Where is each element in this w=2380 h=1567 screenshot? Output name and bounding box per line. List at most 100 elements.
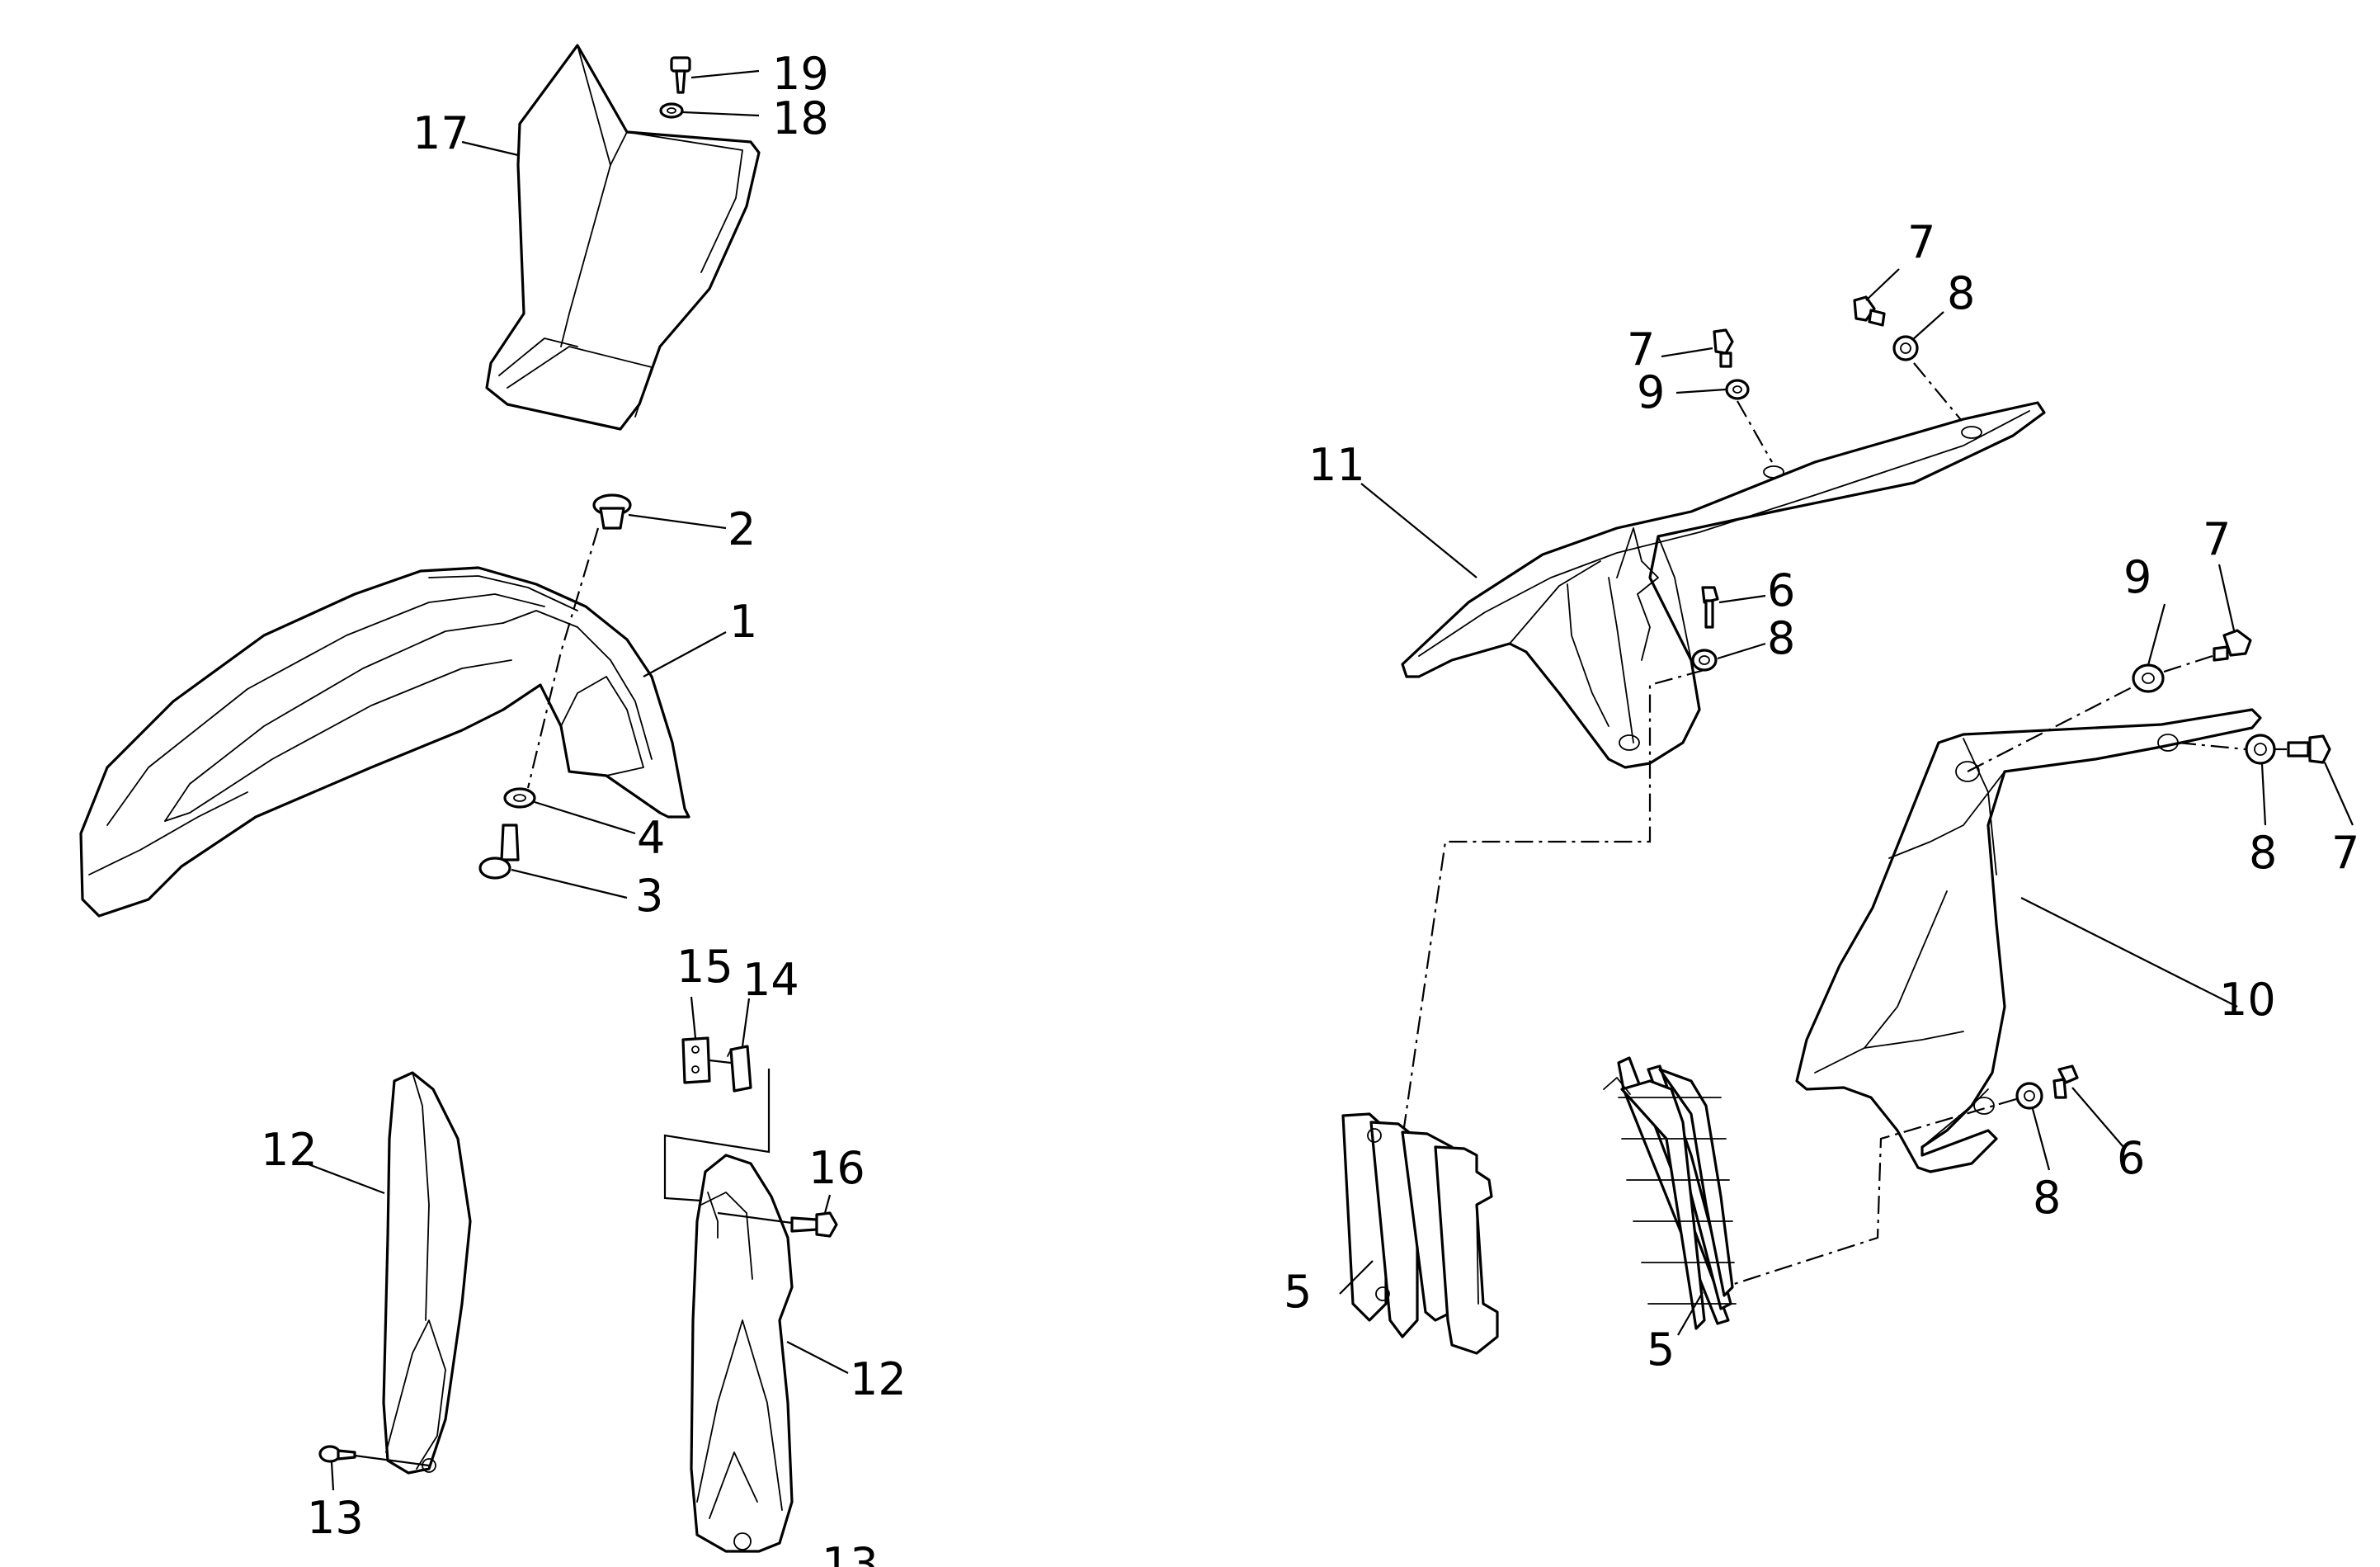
callout-6b: 6 <box>2117 1132 2145 1184</box>
leader-19 <box>690 69 760 79</box>
leader-16 <box>823 1194 832 1214</box>
leader-8c <box>2260 763 2267 826</box>
callout-1: 1 <box>729 596 757 648</box>
callout-8a: 8 <box>1947 267 1975 319</box>
part-6-bolt-b <box>2052 1064 2079 1099</box>
part-8-grommet-c <box>2245 734 2276 765</box>
callout-9b: 9 <box>2123 551 2151 603</box>
leader-3 <box>511 868 628 899</box>
part-7-bolt-c <box>2213 629 2252 662</box>
assembly-line-10-to-5 <box>1728 1097 2017 1287</box>
leader-10 <box>2020 897 2238 1008</box>
callout-13-left: 13 <box>307 1492 364 1544</box>
leader-8b <box>1717 642 1766 660</box>
part-18-washer <box>659 102 684 119</box>
leader-12-left <box>301 1160 385 1195</box>
part-14-clip <box>727 1045 752 1093</box>
callout-10: 10 <box>2219 974 2276 1026</box>
callout-11: 11 <box>1308 439 1365 491</box>
part-16-screw <box>790 1211 838 1238</box>
part-2-grommet <box>592 493 632 530</box>
leader-17 <box>461 140 519 157</box>
assembly-line-10b <box>2161 654 2213 674</box>
leader-8a-7b <box>1865 268 1900 301</box>
callout-16: 16 <box>808 1142 865 1194</box>
part-19-bolt <box>670 56 691 94</box>
part-4-washer <box>503 787 536 809</box>
part-1-front-fender <box>79 566 690 918</box>
callout-5-right: 5 <box>1647 1324 1675 1376</box>
leader-8d <box>2031 1108 2051 1171</box>
callout-2: 2 <box>728 503 756 555</box>
callout-7b: 7 <box>1627 323 1655 375</box>
leader-9b <box>2147 603 2166 666</box>
callouts: 19 18 17 2 1 4 3 15 14 16 12 12 13 13 7 … <box>261 48 2359 1567</box>
leader-9a <box>1675 388 1727 394</box>
leader-7a <box>1661 347 1713 358</box>
clip-connector <box>709 1059 732 1064</box>
part-13-screw-left <box>318 1445 356 1463</box>
leader-13-link <box>354 1454 430 1467</box>
callout-12-left: 12 <box>261 1124 318 1176</box>
leader-11 <box>1360 483 1477 578</box>
callout-13-right: 13 <box>822 1538 879 1567</box>
assembly-line-11a <box>1737 400 1773 463</box>
part-8-grommet-a <box>1892 335 1919 361</box>
leader-7c <box>2217 564 2236 631</box>
assembly-line-10a <box>1967 684 2137 772</box>
fork-guard-clip-bracket <box>663 1069 771 1202</box>
assembly-line-10c <box>2177 741 2246 751</box>
part-8-grommet-d <box>2015 1082 2043 1110</box>
callout-9a: 9 <box>1637 366 1665 418</box>
callout-7d: 7 <box>2331 827 2359 879</box>
callout-6a: 6 <box>1767 564 1795 616</box>
part-15-clip <box>681 1036 711 1084</box>
part-3-bolt <box>478 824 520 880</box>
leader-5-right <box>1677 1291 1704 1336</box>
part-5-louver-right <box>1603 1056 1737 1330</box>
callout-17: 17 <box>412 107 469 159</box>
part-7-bolt-a <box>1713 328 1734 368</box>
part-17-number-plate <box>485 44 761 431</box>
leader-12-right <box>786 1341 849 1374</box>
part-9-washer-b <box>2132 663 2165 693</box>
part-12-fork-guard-left <box>382 1071 472 1475</box>
part-10-radiator-shroud <box>1795 708 2262 1173</box>
callout-14: 14 <box>742 954 799 1006</box>
assembly-line-11-to-5 <box>1401 668 1705 1140</box>
callout-4: 4 <box>637 812 665 864</box>
callout-12-right: 12 <box>850 1353 907 1405</box>
leader-6a <box>1718 594 1766 604</box>
part-5-louver-left <box>1341 1112 1499 1355</box>
callout-5-left: 5 <box>1284 1266 1312 1318</box>
leader-7d <box>2323 762 2354 826</box>
leader-lines <box>301 69 2354 1491</box>
callout-3: 3 <box>635 870 663 922</box>
part-11-radiator-shroud <box>1401 401 2046 769</box>
leader-8a <box>1911 311 1944 341</box>
callout-8c: 8 <box>2249 827 2277 879</box>
leader-18 <box>682 111 760 117</box>
assembly-line-fender <box>526 527 600 789</box>
leader-5-left <box>1339 1260 1374 1295</box>
part-6-bolt-a <box>1701 586 1719 629</box>
part-9-washer-a <box>1725 379 1750 400</box>
part-7-bolt-d <box>2287 734 2331 764</box>
part-7-bolt-b <box>1853 295 1886 327</box>
leader-2 <box>628 513 727 530</box>
part-8-grommet-b <box>1691 649 1718 672</box>
leader-15 <box>690 996 697 1039</box>
part-12-fork-guard-right <box>690 1154 794 1553</box>
callout-8d: 8 <box>2033 1172 2061 1224</box>
leader-6b <box>2071 1087 2124 1148</box>
leader-13-left <box>330 1461 335 1491</box>
callout-15: 15 <box>676 941 733 993</box>
screw-16-line <box>717 1211 793 1225</box>
assembly-line-11b <box>1913 362 1963 422</box>
callout-8b: 8 <box>1767 612 1795 664</box>
callout-7c: 7 <box>2203 513 2231 565</box>
leader-4 <box>534 800 636 835</box>
leader-1 <box>643 631 727 677</box>
